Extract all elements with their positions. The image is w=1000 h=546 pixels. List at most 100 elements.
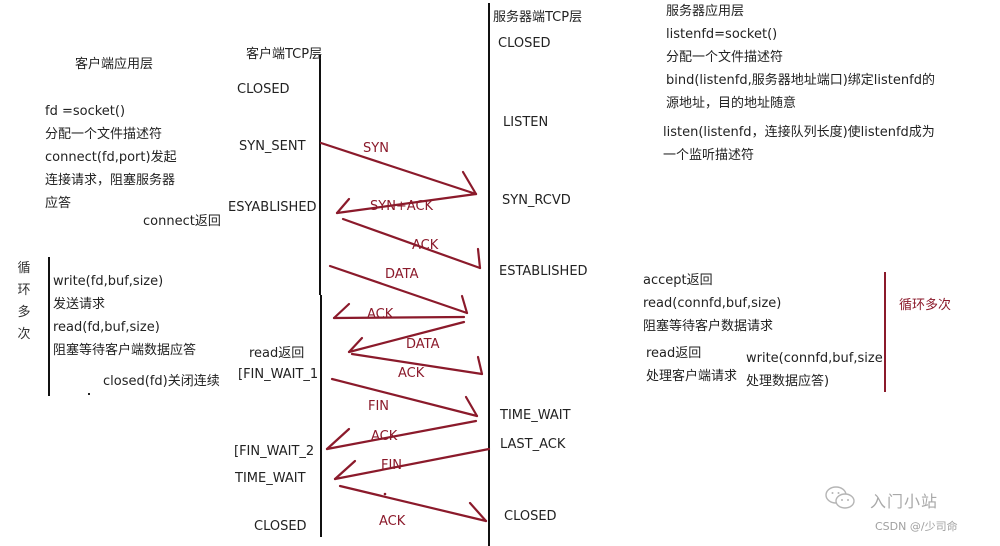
- message-arrow-ack: [325, 419, 478, 451]
- client-tcp-title: 客户端TCP层: [246, 47, 323, 62]
- client-loop-line: read(fd,buf,size): [53, 320, 160, 335]
- client-state-fin-wait-1: [FIN_WAIT_1: [238, 367, 319, 382]
- server-state-last-ack: LAST_ACK: [500, 437, 566, 452]
- message-arrow-syn: [319, 141, 478, 196]
- client-state-closed-end: CLOSED: [254, 519, 307, 534]
- message-label-data: DATA: [385, 267, 419, 282]
- server-app-line: bind(listenfd,服务器地址端口)绑定listenfd的: [666, 73, 935, 88]
- arrow-shaft: [319, 141, 478, 196]
- arrow-head: [335, 197, 351, 215]
- client-tcp-lifeline: [319, 55, 321, 295]
- message-arrow-ack: [350, 352, 484, 376]
- watermark-credit: CSDN @/少司命: [875, 520, 958, 533]
- arrow-shaft: [347, 320, 466, 354]
- arrow-head: [461, 170, 478, 196]
- client-state-fin-wait-2: [FIN_WAIT_2: [234, 444, 315, 459]
- message-label-syn-ack: SYN+ACK: [370, 199, 434, 214]
- server-accept-line: read(connfd,buf,size): [643, 296, 782, 311]
- server-listen-line: listen(listenfd，连接队列长度)使listenfd成为: [663, 125, 935, 140]
- message-label-ack: ACK: [412, 238, 439, 253]
- arrow-head: [476, 355, 484, 376]
- client-loop-char: 次: [17, 327, 31, 342]
- server-read-return-line: 处理客户端请求: [646, 369, 738, 384]
- client-loop-line: 阻塞等待客户端数据应答: [53, 343, 197, 358]
- server-state-closed-end: CLOSED: [504, 509, 557, 524]
- arrow-shaft: [350, 352, 484, 376]
- arrow-head: [325, 427, 351, 451]
- server-loop-bracket: [884, 272, 886, 392]
- arrow-shaft: [330, 377, 479, 418]
- client-state-syn-sent: SYN_SENT: [239, 139, 306, 154]
- client-app-line: 分配一个文件描述符: [45, 127, 163, 142]
- server-write-line: 处理数据应答): [746, 374, 830, 389]
- connect-return-label: connect返回: [143, 214, 221, 229]
- client-loop-line: write(fd,buf,size): [53, 274, 164, 289]
- client-app-line: 连接请求，阻塞服务器: [45, 173, 176, 188]
- client-loop-char: 循: [17, 261, 31, 276]
- message-arrow-fin: [333, 447, 491, 481]
- message-arrow-ack: [341, 217, 482, 270]
- client-state-time-wait: TIME_WAIT: [235, 471, 306, 486]
- client-app-line: 应答: [45, 196, 72, 211]
- arrow-head: [476, 247, 482, 270]
- arrow-head: [464, 395, 479, 418]
- wechat-icon: [825, 486, 855, 509]
- arrow-shaft: [333, 447, 491, 481]
- arrow-shaft: [335, 192, 478, 215]
- message-label-ack: ACK: [367, 307, 394, 322]
- message-arrow-fin: [330, 377, 479, 418]
- message-label-fin: FIN: [381, 458, 403, 473]
- client-tcp-lifeline-lower: [320, 295, 322, 537]
- server-state-time-wait: TIME_WAIT: [500, 408, 571, 423]
- arrow-shaft: [338, 484, 488, 523]
- server-app-title: 服务器应用层: [666, 4, 745, 19]
- server-tcp-title: 服务器端TCP层: [493, 10, 583, 25]
- arrow-shaft: [332, 315, 466, 320]
- server-read-return-line: read返回: [646, 346, 702, 361]
- server-loop-label: 循环多次: [899, 298, 952, 313]
- server-state-syn-rcvd: SYN_RCVD: [502, 193, 571, 208]
- message-label-ack: ACK: [379, 514, 406, 529]
- message-arrow-ack: [338, 484, 488, 523]
- arrow-head: [460, 294, 469, 315]
- client-app-line: fd =socket(): [45, 104, 126, 119]
- server-app-line: listenfd=socket(): [666, 27, 778, 42]
- message-label-ack: ACK: [371, 429, 398, 444]
- arrow-head: [468, 501, 488, 523]
- message-label-data: DATA: [406, 337, 440, 352]
- close-call-label: closed(fd)关闭连续: [103, 374, 220, 389]
- server-app-line: 分配一个文件描述符: [666, 50, 784, 65]
- stray-mark: [383, 492, 387, 496]
- server-app-line: 源地址，目的地址随意: [666, 96, 797, 111]
- arrow-shaft: [325, 419, 478, 451]
- message-arrow-syn-ack: [335, 192, 478, 215]
- message-label-syn: SYN: [363, 141, 389, 156]
- message-arrow-data: [347, 320, 466, 354]
- message-arrow-ack: [332, 302, 466, 320]
- arrow-shaft: [328, 264, 469, 315]
- server-accept-line: 阻塞等待客户数据请求: [643, 319, 774, 334]
- client-loop-char: 多: [17, 305, 31, 320]
- arrow-head: [333, 459, 357, 481]
- message-arrow-data: [328, 264, 469, 315]
- server-state-closed: CLOSED: [498, 36, 551, 51]
- client-state-established: ESYABLISHED: [228, 200, 317, 215]
- watermark-title: 入门小站: [870, 492, 939, 511]
- server-write-line: write(connfd,buf,size: [746, 351, 883, 366]
- client-read-return: read返回: [249, 346, 305, 361]
- arrow-head: [347, 336, 364, 354]
- client-app-title: 客户端应用层: [75, 57, 154, 72]
- client-loop-label: 循 环 多 次: [16, 258, 32, 346]
- client-state-closed: CLOSED: [237, 82, 290, 97]
- stray-dot: [88, 393, 90, 395]
- server-listen-line: 一个监听描述符: [663, 148, 755, 163]
- message-label-fin: FIN: [368, 399, 390, 414]
- client-app-line: connect(fd,port)发起: [45, 150, 177, 165]
- server-state-listen: LISTEN: [503, 115, 549, 130]
- server-tcp-lifeline: [488, 3, 490, 546]
- arrow-shaft: [341, 217, 482, 270]
- client-loop-char: 环: [17, 283, 31, 298]
- server-state-established: ESTABLISHED: [499, 264, 588, 279]
- client-loop-bracket: [48, 257, 50, 396]
